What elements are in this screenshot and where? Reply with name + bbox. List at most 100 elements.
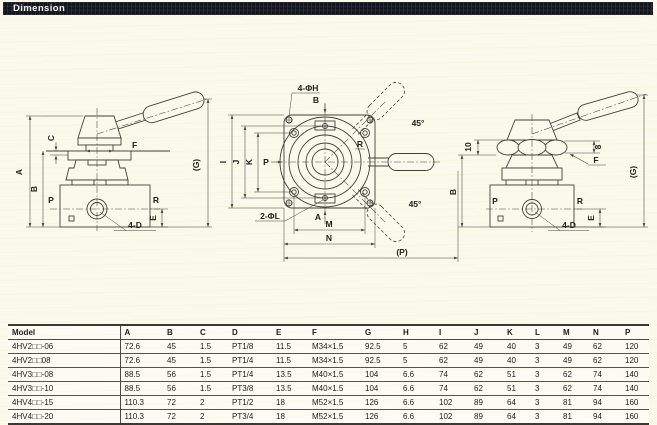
dimension-annotations-left: A B C F E (G) 4-D P R [14, 98, 212, 231]
value-cell: 74 [439, 384, 448, 393]
value-cell: 45 [167, 342, 176, 351]
value-cell: 11.5 [276, 342, 291, 351]
value-cell: M52×1.5 [312, 398, 344, 407]
dim-label-G: (G) [191, 159, 201, 171]
hole-callout-4D: 4-D [562, 220, 576, 230]
column-header-j: J [474, 328, 479, 337]
value-cell: 140 [625, 370, 639, 379]
value-cell: 72 [167, 412, 176, 421]
dim-label-B: B [29, 186, 39, 192]
value-cell: 110.3 [124, 412, 144, 421]
port-label-R: R [153, 195, 159, 205]
value-cell: 13.5 [276, 384, 292, 393]
handle-grip [142, 91, 205, 124]
lobed-hand-nut [496, 139, 568, 156]
port-label-R: R [577, 196, 583, 206]
value-cell: 49 [474, 342, 483, 351]
value-cell: 49 [474, 356, 483, 365]
model-cell: 4HV4□□-20 [8, 409, 121, 424]
value-cell: M40×1.5 [312, 370, 344, 379]
value-cell: 110.3 [124, 398, 144, 407]
dim-label-10: 10 [463, 142, 473, 152]
value-cell: 13.5 [276, 370, 292, 379]
dim-label-F: F [593, 155, 598, 165]
column-header-e: E [276, 328, 282, 337]
value-cell: 92.5 [365, 342, 381, 351]
model-cell: 4HV2□□08 [8, 353, 121, 368]
value-cell: 2 [200, 398, 205, 407]
value-cell: 49 [563, 342, 572, 351]
value-cell: 74 [593, 384, 602, 393]
side-view-left-drawing: A B C F E (G) 4-D P R [14, 91, 212, 231]
value-cell: PT1/8 [232, 342, 254, 351]
value-cell: 126 [365, 398, 379, 407]
value-cell: 62 [593, 356, 602, 365]
value-cell: 62 [563, 384, 572, 393]
value-cell: 89 [474, 398, 483, 407]
value-cell: PT1/2 [232, 398, 254, 407]
value-cell: 1.5 [200, 342, 212, 351]
dim-label-J: J [231, 159, 241, 164]
dim-label-K: K [244, 158, 254, 165]
value-cell: 94 [593, 412, 602, 421]
dimension-annotations-right: 10 8 B E (G) F 4-D P R [448, 94, 648, 231]
side-view-right-drawing: 10 8 B E (G) F 4-D P R [448, 91, 648, 232]
dimension-annotations-top: I J K M N (P) B A P R 45° 45° 4-ΦH 2-ΦL [218, 83, 459, 262]
port-label-P: P [492, 196, 498, 206]
value-cell: 3 [535, 356, 540, 365]
value-cell: 5 [403, 342, 408, 351]
value-cell: 62 [439, 356, 448, 365]
value-cell: PT1/4 [232, 356, 254, 365]
value-cell: 104 [365, 370, 379, 379]
value-cell: 45 [167, 356, 176, 365]
lock-nut [77, 137, 122, 146]
value-cell: 1.5 [200, 370, 212, 379]
value-cell: 160 [625, 412, 639, 421]
handle-grip [577, 91, 639, 121]
id-mark [68, 215, 75, 222]
angle-label-lower: 45° [409, 199, 422, 209]
hole-callout-4D: 4-D [128, 220, 142, 230]
model-cell: 4HV4□□-15 [8, 395, 121, 410]
value-cell: 40 [507, 342, 516, 351]
value-cell: 6.6 [403, 398, 415, 407]
column-header-a: A [124, 328, 131, 337]
dim-label-F: F [132, 140, 137, 150]
dim-label-M: M [325, 219, 332, 229]
value-cell: M52×1.5 [312, 412, 344, 421]
model-cell: 4HV3□□-10 [8, 381, 121, 396]
value-cell: 104 [365, 384, 379, 393]
value-cell: 120 [625, 342, 639, 351]
value-cell: 2 [200, 412, 205, 421]
top-view-drawing: I J K M N (P) B A P R 45° 45° 4-ΦH 2-ΦL [218, 82, 459, 262]
value-cell: 92.5 [365, 356, 381, 365]
column-header-g: G [365, 328, 372, 337]
flange-outline [276, 82, 440, 242]
value-cell: 74 [439, 370, 448, 379]
value-cell: PT3/8 [232, 384, 254, 393]
neck [85, 144, 114, 152]
value-cell: 56 [167, 384, 176, 393]
value-cell: 51 [507, 370, 516, 379]
value-cell: 62 [593, 342, 602, 351]
port-label-P: P [48, 195, 54, 205]
port-label-A-bottom: A [315, 212, 321, 222]
value-cell: 6.6 [403, 384, 415, 393]
value-cell: 62 [563, 370, 572, 379]
value-cell: 18 [276, 398, 285, 407]
value-cell: 6.6 [403, 370, 415, 379]
value-cell: 11.5 [276, 356, 291, 365]
column-header-n: N [593, 328, 599, 337]
value-cell: 56 [167, 370, 176, 379]
dim-label-B: B [448, 189, 458, 195]
port-label-R-right: R [357, 139, 363, 149]
value-cell: 6.6 [403, 412, 415, 421]
value-cell: 102 [439, 398, 453, 407]
column-header-c: C [200, 328, 206, 337]
